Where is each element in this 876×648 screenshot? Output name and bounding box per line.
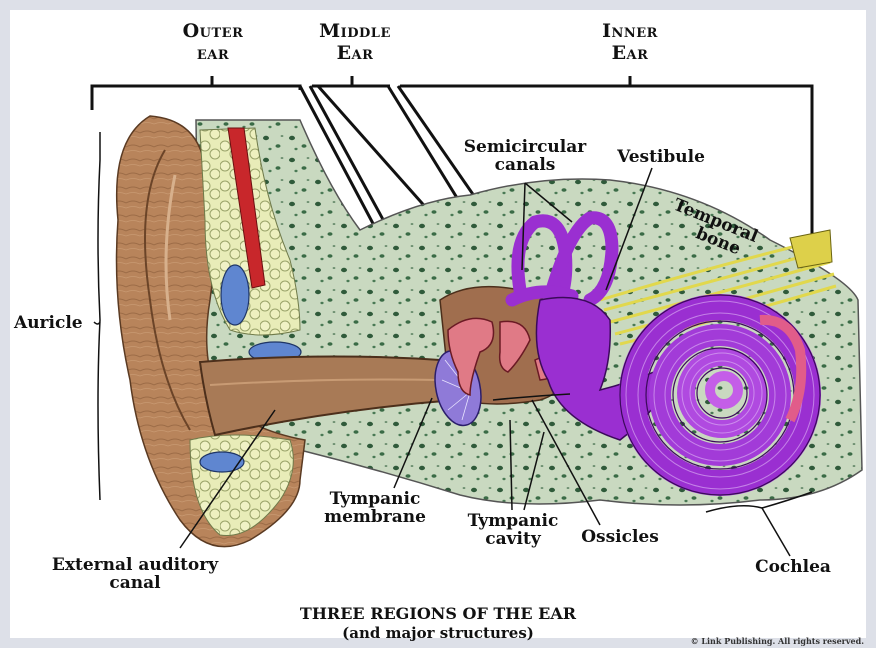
tympanic-membrane-label: Tympanic membrane [320, 490, 430, 526]
ossicles-label: Ossicles [575, 528, 665, 546]
diagram-title: THREE REGIONS OF THE EAR [0, 604, 876, 623]
copyright-notice: © Link Publishing. All rights reserved. [691, 636, 864, 646]
outer-ear-line-1: Outer [168, 20, 258, 42]
tympanic-cavity-line-2: cavity [458, 530, 568, 548]
vestibule-label: Vestibule [606, 148, 716, 166]
middle-ear-line-1: Middle [300, 20, 410, 42]
tympanic-cavity-line-1: Tympanic [458, 512, 568, 530]
external-canal-label: External auditory canal [40, 556, 230, 592]
tympanic-membrane-line-1: Tympanic [320, 490, 430, 508]
outer-ear-heading: Outer ear [168, 20, 258, 64]
auricle-brace [94, 132, 100, 500]
semicircular-line-2: canals [455, 156, 595, 174]
external-canal-line-1: External auditory [40, 556, 230, 574]
outer-ear-bracket [92, 86, 300, 110]
cochlea-label: Cochlea [748, 558, 838, 576]
tympanic-membrane-line-2: membrane [320, 508, 430, 526]
middle-ear-heading: Middle Ear [300, 20, 410, 64]
semicircular-canals-label: Semicircular canals [455, 138, 595, 174]
middle-ear-line-2: Ear [300, 42, 410, 64]
tympanic-cavity-label: Tympanic cavity [458, 512, 568, 548]
inner-ear-line-1: Inner [585, 20, 675, 42]
inner-ear-heading: Inner Ear [585, 20, 675, 64]
external-canal-line-2: canal [40, 574, 230, 592]
auricle-label: Auricle [14, 314, 94, 332]
semicircular-line-1: Semicircular [455, 138, 595, 156]
outer-ear-line-2: ear [168, 42, 258, 64]
leader-cochlea [762, 508, 790, 556]
inner-ear-line-2: Ear [585, 42, 675, 64]
